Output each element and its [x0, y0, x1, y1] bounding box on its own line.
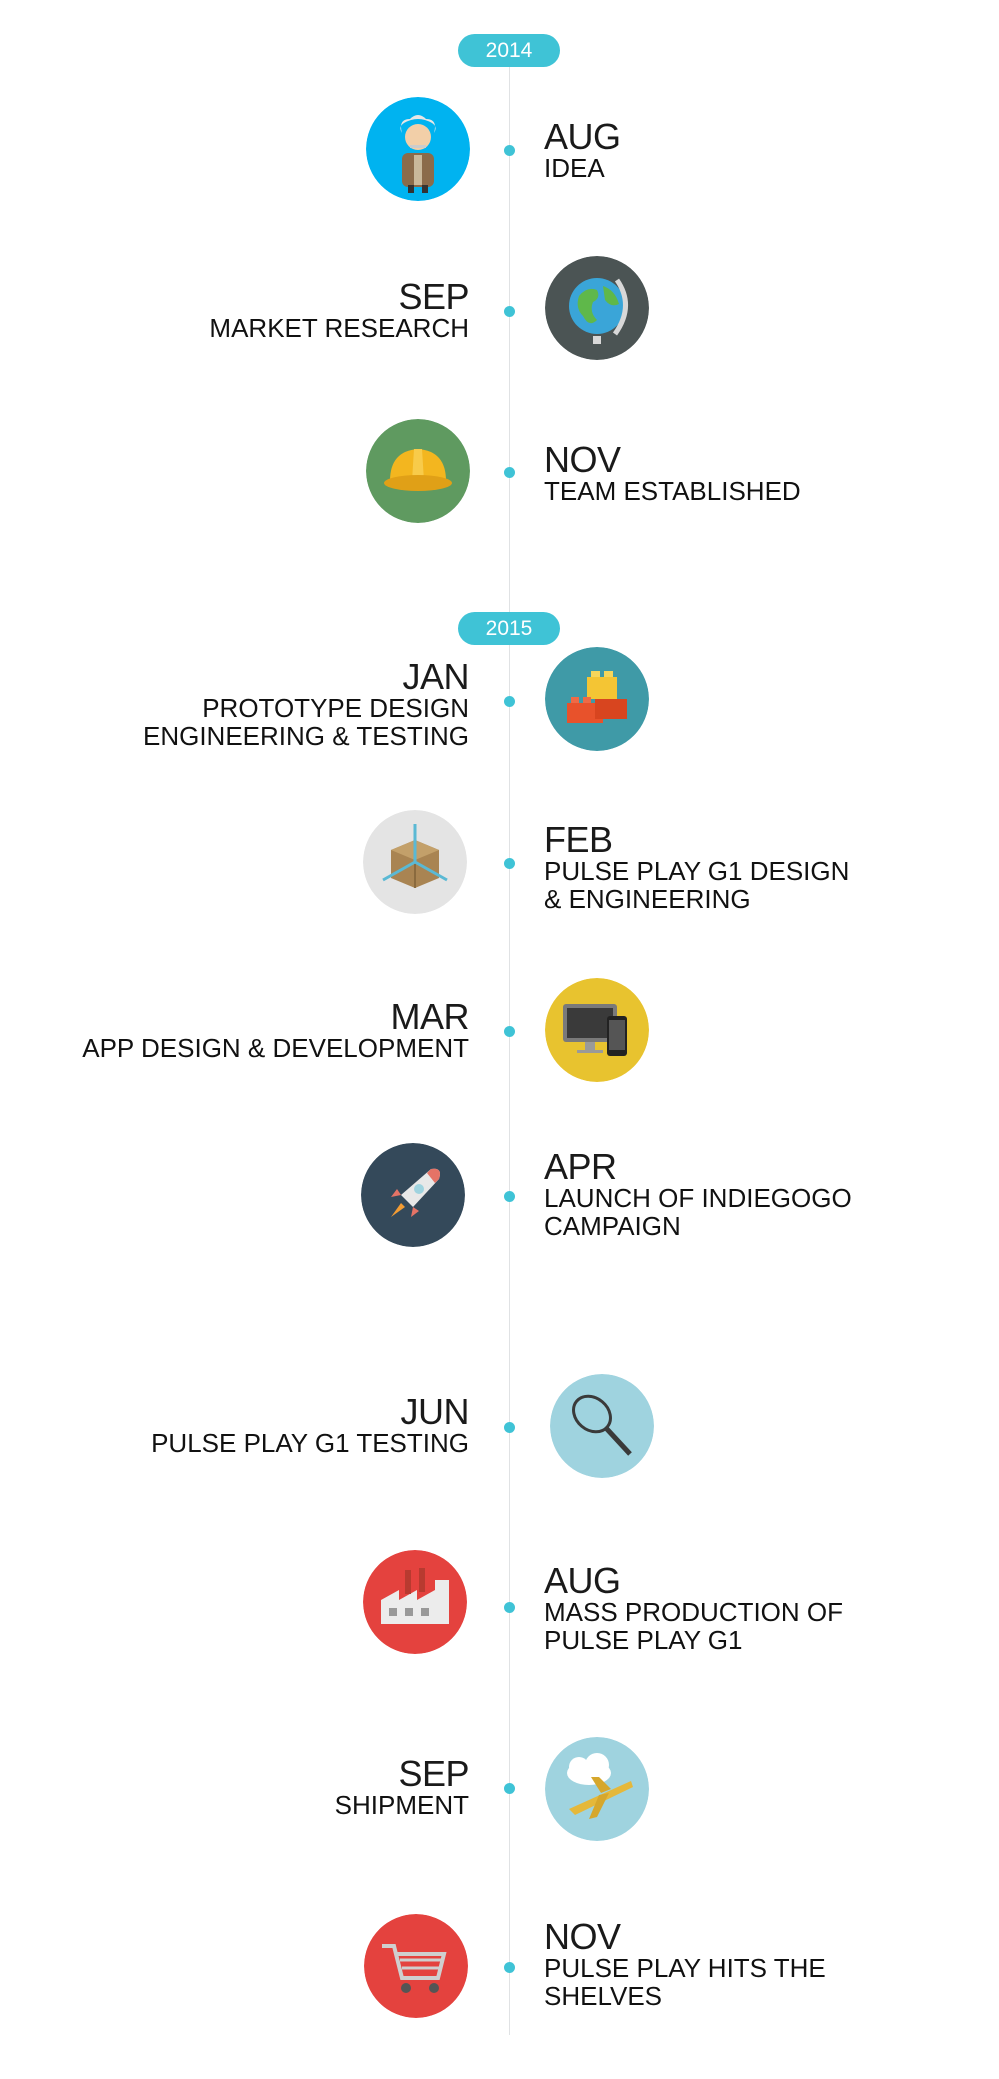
milestone-description: PULSE PLAY HITS THE: [544, 1953, 826, 1983]
milestone-sep-2014: SEP MARKET RESEARCH: [209, 276, 469, 343]
milestone-description: PULSE PLAY G1 DESIGN: [544, 856, 850, 886]
milestone-aug-2015: AUG MASS PRODUCTION OF PULSE PLAY G1: [544, 1560, 844, 1655]
milestone-description: LAUNCH OF INDIEGOGO: [544, 1183, 852, 1213]
milestone-month: SEP: [398, 276, 469, 317]
box-icon: [363, 810, 467, 914]
year-badge-2014: 2014: [458, 34, 560, 67]
factory-icon: [363, 1550, 467, 1654]
milestone-dot: [504, 1783, 515, 1794]
milestone-mar-2015: MAR APP DESIGN & DEVELOPMENT: [82, 996, 470, 1063]
milestone-month: SEP: [398, 1753, 469, 1794]
milestone-sep-2015: SEP SHIPMENT: [334, 1753, 470, 1820]
milestone-description: & ENGINEERING: [544, 884, 751, 914]
milestone-dot: [504, 1191, 515, 1202]
devices-icon: [545, 978, 649, 1082]
milestone-dot: [504, 145, 515, 156]
milestone-month: JUN: [400, 1391, 470, 1432]
milestone-description: MARKET RESEARCH: [209, 313, 469, 343]
milestone-month: JAN: [402, 656, 469, 697]
milestone-dot: [504, 858, 515, 869]
milestone-nov-2015: NOV PULSE PLAY HITS THE SHELVES: [544, 1916, 826, 2011]
milestone-description: CAMPAIGN: [544, 1211, 681, 1241]
milestone-month: AUG: [544, 1560, 621, 1601]
milestone-dot: [504, 1026, 515, 1037]
milestone-description: PULSE PLAY G1: [544, 1625, 743, 1655]
milestone-description: APP DESIGN & DEVELOPMENT: [82, 1033, 469, 1063]
milestone-description: PULSE PLAY G1 TESTING: [151, 1428, 469, 1458]
milestone-month: MAR: [390, 996, 470, 1037]
milestone-dot: [504, 467, 515, 478]
milestone-description: SHELVES: [544, 1981, 663, 2011]
year-badge-2015: 2015: [458, 612, 560, 645]
milestone-jan-2015: JAN PROTOTYPE DESIGN ENGINEERING & TESTI…: [142, 656, 470, 751]
rocket-icon: [361, 1143, 465, 1247]
milestone-description: MASS PRODUCTION OF: [544, 1597, 844, 1627]
milestone-month: APR: [544, 1146, 617, 1187]
milestone-dot: [504, 306, 515, 317]
milestone-month: AUG: [544, 116, 621, 157]
milestone-feb-2015: FEB PULSE PLAY G1 DESIGN & ENGINEERING: [544, 819, 850, 914]
milestone-jun-2015: JUN PULSE PLAY G1 TESTING: [151, 1391, 470, 1458]
milestone-description: PROTOTYPE DESIGN: [202, 693, 469, 723]
milestone-aug-2014: AUG IDEA: [544, 116, 621, 183]
milestone-dot: [504, 1422, 515, 1433]
milestone-dot: [504, 1602, 515, 1613]
einstein-icon: [366, 97, 470, 201]
cart-icon: [364, 1914, 468, 2018]
airplane-icon: [545, 1737, 649, 1841]
milestone-nov-2014: NOV TEAM ESTABLISHED: [544, 439, 801, 506]
timeline-axis: [509, 50, 510, 2035]
milestone-dot: [504, 696, 515, 707]
milestone-month: FEB: [544, 819, 613, 860]
milestone-description: SHIPMENT: [334, 1790, 469, 1820]
milestone-description: TEAM ESTABLISHED: [544, 476, 801, 506]
globe-icon: [545, 256, 649, 360]
milestone-description: ENGINEERING & TESTING: [142, 721, 469, 751]
milestone-dot: [504, 1962, 515, 1973]
bricks-icon: [545, 647, 649, 751]
milestone-month: NOV: [544, 1916, 621, 1957]
tennis-racket-icon: [550, 1374, 654, 1478]
milestone-month: NOV: [544, 439, 621, 480]
hard-hat-icon: [366, 419, 470, 523]
milestone-apr-2015: APR LAUNCH OF INDIEGOGO CAMPAIGN: [544, 1146, 852, 1241]
milestone-description: IDEA: [544, 153, 605, 183]
